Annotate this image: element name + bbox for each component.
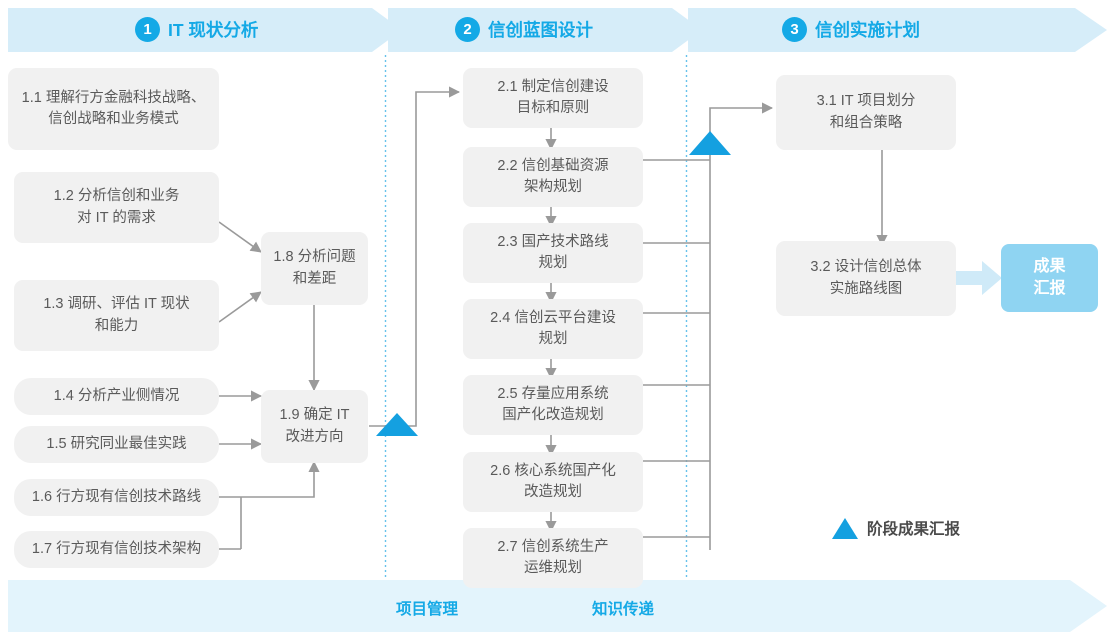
footer-label-project-management: 项目管理 — [396, 601, 459, 618]
phase-label-3: 3 信创实施计划 — [782, 17, 920, 42]
milestone-triangle-phase1 — [376, 413, 418, 436]
legend-milestone: 阶段成果汇报 — [832, 517, 960, 539]
node-1-6[interactable]: 1.6 行方现有信创技术路线 — [14, 479, 219, 516]
legend-milestone-label: 阶段成果汇报 — [867, 521, 961, 538]
phase-label-2: 2 信创蓝图设计 — [455, 17, 593, 42]
phase-badge-3: 3 — [782, 17, 807, 42]
node-2-5[interactable]: 2.5 存量应用系统 国产化改造规划 — [463, 375, 643, 435]
phase-badge-1: 1 — [135, 17, 160, 42]
phase-badge-2: 2 — [455, 17, 480, 42]
node-1-7[interactable]: 1.7 行方现有信创技术架构 — [14, 531, 219, 568]
node-1-5[interactable]: 1.5 研究同业最佳实践 — [14, 426, 219, 463]
node-3-2[interactable]: 3.2 设计信创总体 实施路线图 — [776, 241, 956, 316]
triangle-milestone-icon — [832, 517, 858, 539]
link-1-9-to-2-1 — [369, 86, 461, 427]
node-1-9[interactable]: 1.9 确定 IT 改进方向 — [261, 390, 368, 463]
milestone-triangle-phase2 — [689, 131, 731, 155]
phase-title-1: IT 现状分析 — [168, 20, 259, 40]
node-1-3[interactable]: 1.3 调研、评估 IT 现状 和能力 — [14, 280, 219, 351]
link-1-3-to-1-8 — [218, 291, 262, 323]
phase-title-3: 信创实施计划 — [815, 20, 920, 40]
node-2-6[interactable]: 2.6 核心系统国产化 改造规划 — [463, 452, 643, 512]
node-1-1[interactable]: 1.1 理解行方金融科技战略、 信创战略和业务模式 — [8, 68, 219, 150]
link-1-6-to-1-9 — [241, 460, 320, 498]
node-1-8[interactable]: 1.8 分析问题 和差距 — [261, 232, 368, 305]
node-2-1[interactable]: 2.1 制定信创建设 目标和原则 — [463, 68, 643, 128]
node-2-7[interactable]: 2.7 信创系统生产 运维规划 — [463, 528, 643, 588]
deliverable-block-arrow — [955, 261, 1002, 295]
link-1-2-to-1-8 — [218, 221, 262, 253]
node-2-4[interactable]: 2.4 信创云平台建设 规划 — [463, 299, 643, 359]
footer-label-knowledge-transfer: 知识传递 — [592, 601, 655, 618]
phase-label-1: 1 IT 现状分析 — [135, 17, 258, 42]
deliverable-box[interactable]: 成果 汇报 — [1001, 244, 1098, 312]
node-1-4[interactable]: 1.4 分析产业侧情况 — [14, 378, 219, 415]
node-3-1[interactable]: 3.1 IT 项目划分 和组合策略 — [776, 75, 956, 150]
node-2-3[interactable]: 2.3 国产技术路线 规划 — [463, 223, 643, 283]
phase-title-2: 信创蓝图设计 — [488, 20, 593, 40]
node-2-2[interactable]: 2.2 信创基础资源 架构规划 — [463, 147, 643, 207]
link-collector-to-3-1 — [709, 102, 774, 550]
node-1-2[interactable]: 1.2 分析信创和业务 对 IT 的需求 — [14, 172, 219, 243]
